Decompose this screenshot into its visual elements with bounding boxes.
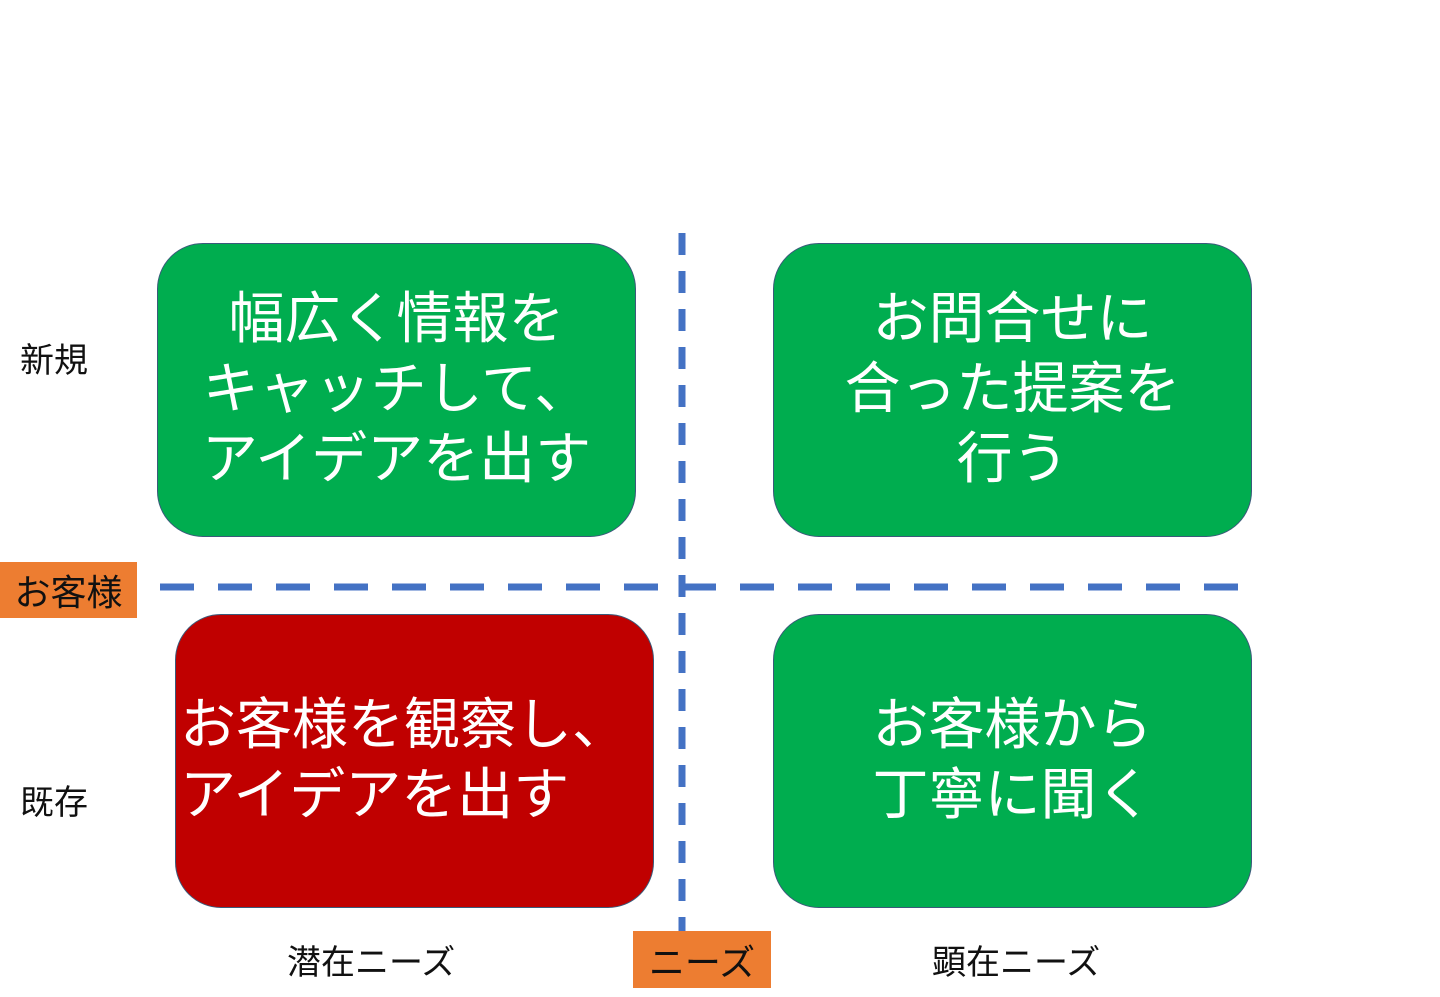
quadrant-text: 行う bbox=[956, 427, 1069, 492]
horizontal-axis-tag: ニーズ bbox=[633, 931, 771, 988]
column-label-latent: 潜在ニーズ bbox=[287, 943, 456, 983]
row-label-existing: 既存 bbox=[20, 783, 88, 823]
quadrant-text: お客様から bbox=[872, 693, 1153, 758]
vertical-axis-tag: お客様 bbox=[0, 562, 137, 618]
quadrant-new-latent: 幅広く情報を キャッチして、 アイデアを出す bbox=[157, 243, 636, 537]
column-label-explicit: 顕在ニーズ bbox=[932, 943, 1101, 983]
quadrant-text: アイデアを出す bbox=[201, 427, 592, 492]
quadrant-existing-explicit: お客様から 丁寧に聞く bbox=[773, 614, 1252, 908]
quadrant-new-explicit: お問合せに 合った提案を 行う bbox=[773, 243, 1252, 537]
quadrant-existing-latent: お客様を観察し、 アイデアを出す bbox=[175, 614, 654, 908]
quadrant-text: 合った提案を bbox=[844, 357, 1181, 422]
quadrant-text: お問合せに bbox=[872, 287, 1153, 352]
quadrant-text: アイデアを出す bbox=[180, 763, 570, 828]
quadrant-text: 幅広く情報を bbox=[228, 287, 565, 352]
quadrant-text: 丁寧に聞く bbox=[872, 763, 1153, 828]
quadrant-text: お客様を観察し、 bbox=[180, 693, 628, 758]
quadrant-text: キャッチして、 bbox=[202, 357, 591, 422]
row-label-new: 新規 bbox=[20, 341, 88, 381]
